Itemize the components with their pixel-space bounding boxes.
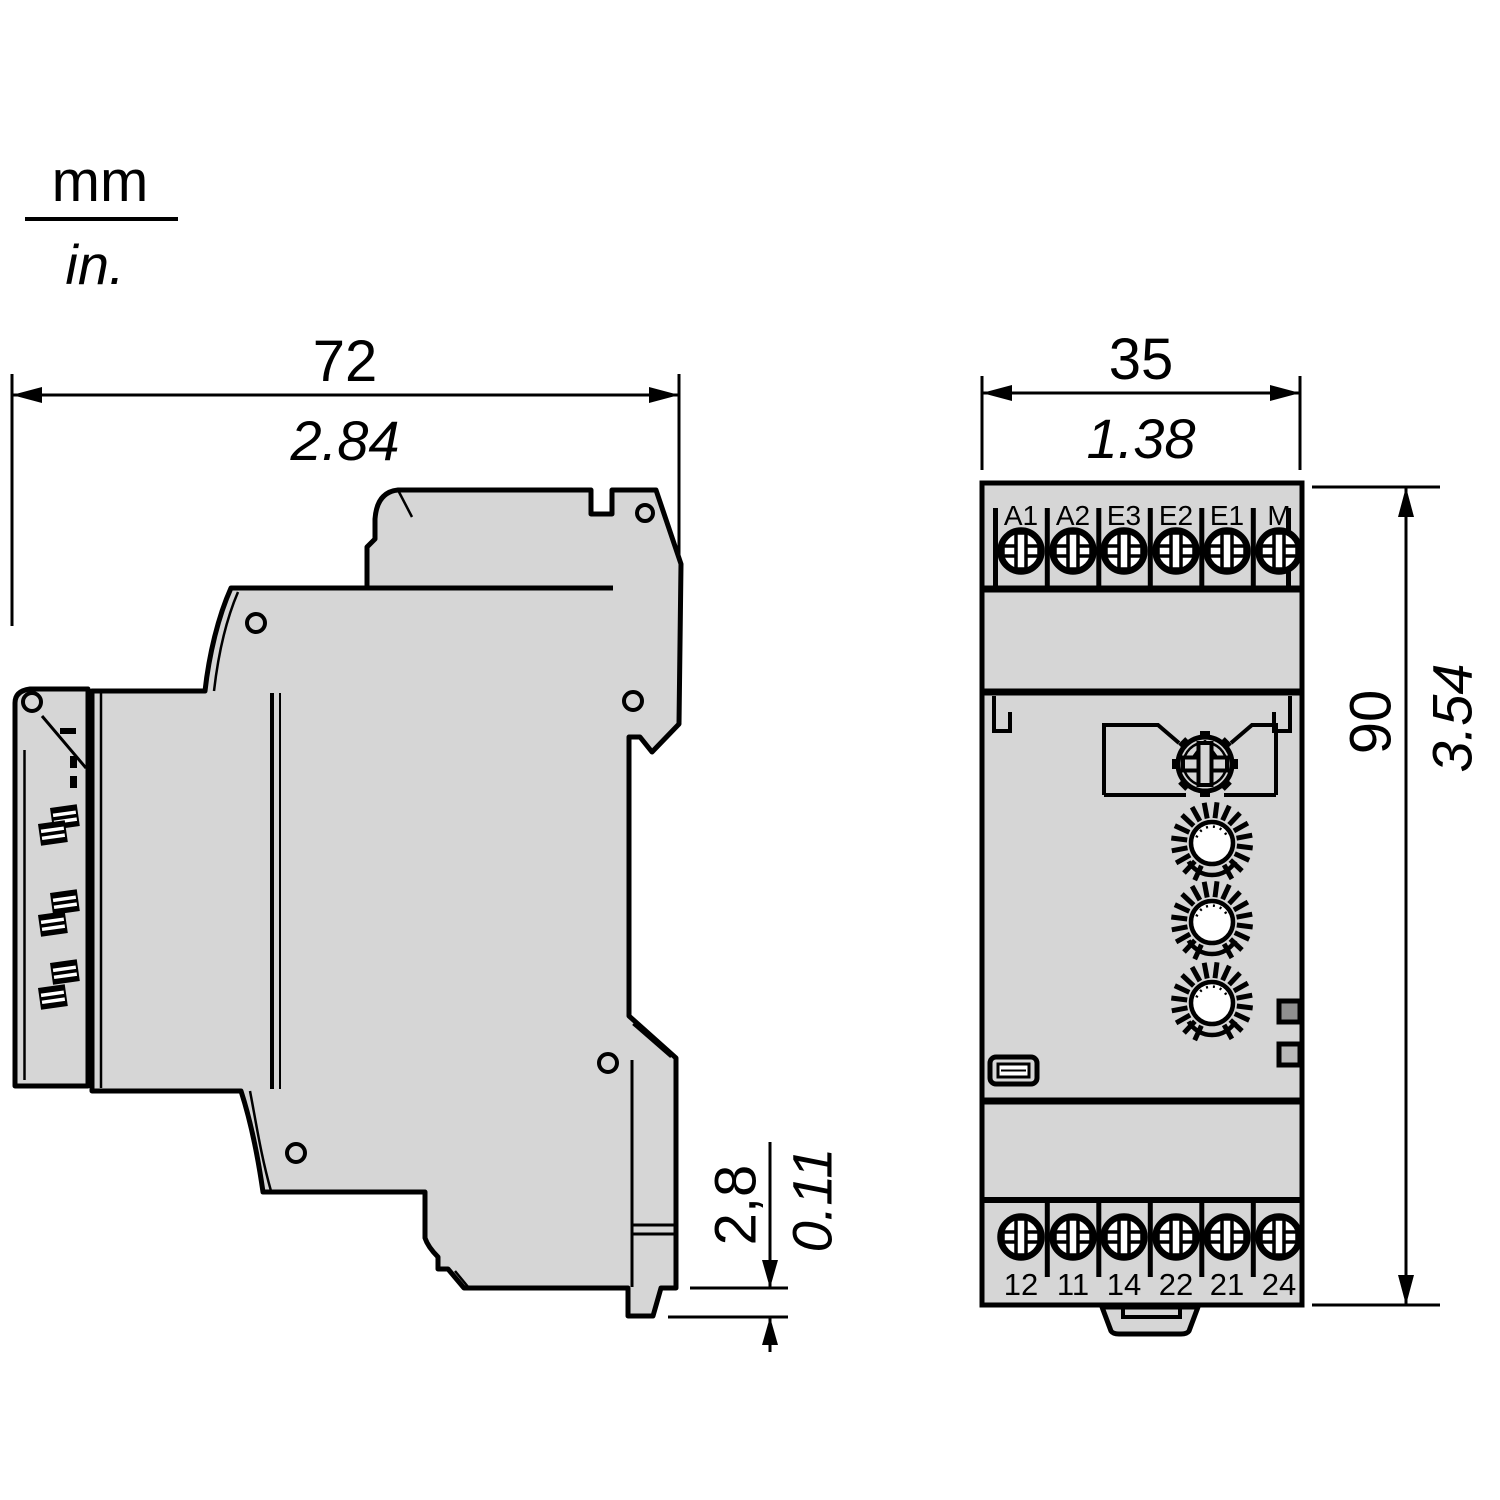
- front-view: A1 A2 E3 E2 E1 M: [979, 480, 1305, 1337]
- hole-icon: [597, 1052, 619, 1074]
- dim-side-width-mm-label: 72: [313, 329, 378, 394]
- terminal-shutter-icons: [38, 728, 80, 1010]
- terminal-label-e1: E1: [1210, 500, 1244, 531]
- terminal-label-21: 21: [1210, 1267, 1244, 1302]
- terminal-screw-icon: [1207, 1217, 1248, 1258]
- terminal-label-e2: E2: [1159, 500, 1193, 531]
- arrow-up-icon: [762, 1317, 778, 1345]
- bottom-terminal-dividers: [1044, 1200, 1256, 1277]
- top-curve-inner-line: [212, 591, 240, 692]
- terminal-label-14: 14: [1107, 1267, 1141, 1302]
- top-terminal-labels: A1 A2 E3 E2 E1 M: [1004, 500, 1291, 531]
- hole-icon: [285, 1142, 307, 1164]
- terminal-screw-icon: [1053, 531, 1094, 572]
- terminal-label-e3: E3: [1107, 500, 1141, 531]
- unit-mm-label: mm: [52, 149, 149, 214]
- unit-in-label: in.: [65, 233, 124, 296]
- arrow-left-icon: [12, 387, 42, 403]
- terminal-screw-icon: [1053, 1217, 1094, 1258]
- bottom-curve-inner-line: [248, 1090, 273, 1192]
- terminal-screw-icon: [1104, 1217, 1145, 1258]
- led-indicator-bottom: [1276, 1041, 1303, 1068]
- step-inner-line: [454, 1270, 470, 1289]
- bottom-terminal-labels: 12 11 14 22 21 24: [1004, 1267, 1296, 1302]
- terminal-label-a1: A1: [1004, 500, 1038, 531]
- terminal-label-22: 22: [1159, 1267, 1193, 1302]
- terminal-screw-icon: [1156, 1217, 1197, 1258]
- din-spring-line: [632, 1023, 672, 1058]
- terminal-label-a2: A2: [1056, 500, 1090, 531]
- dim-front-height: 90 3.54: [1312, 485, 1484, 1307]
- front-body-outline: [979, 480, 1305, 1308]
- arrow-right-icon: [1270, 385, 1300, 401]
- terminal-label-m: M: [1267, 500, 1290, 531]
- dim-clip-height: 2,8 0.11: [668, 1142, 844, 1352]
- terminal-screw-icon: [1001, 531, 1042, 572]
- dim-front-height-in-label: 3.54: [1421, 664, 1484, 773]
- terminal-screw-icon: [1207, 531, 1248, 572]
- hole-icon: [635, 503, 655, 523]
- arrow-up-icon: [1398, 487, 1414, 517]
- dim-front-width-mm-label: 35: [1109, 327, 1174, 392]
- label-window: [1102, 723, 1278, 797]
- dim-front-height-mm-label: 90: [1338, 690, 1403, 755]
- terminal-screw-icon: [1259, 1217, 1300, 1258]
- dim-front-width: 35 1.38: [980, 327, 1302, 470]
- hole-icon: [245, 612, 267, 634]
- dim-side-width-in-label: 2.84: [290, 409, 400, 472]
- chamfer-line: [397, 491, 414, 518]
- dim-clip-in-label: 0.11: [781, 1148, 844, 1253]
- dim-side-width: 72 2.84: [10, 329, 681, 658]
- arrow-left-icon: [982, 385, 1012, 401]
- top-terminal-dividers: [993, 508, 1291, 587]
- corner-step-left: [992, 696, 1012, 733]
- hinge-hole-icon: [21, 691, 43, 713]
- side-front-flap: [12, 686, 91, 1089]
- led-indicator-top: [1276, 998, 1303, 1025]
- terminal-label-12: 12: [1004, 1267, 1038, 1302]
- connector-port-icon: [987, 1054, 1040, 1087]
- dim-front-width-in-label: 1.38: [1087, 407, 1196, 470]
- hole-icon: [622, 690, 644, 712]
- side-body-outline: [89, 487, 684, 1319]
- terminal-label-24: 24: [1262, 1267, 1296, 1302]
- arrow-down-icon: [1398, 1275, 1414, 1305]
- terminal-label-11: 11: [1057, 1267, 1089, 1302]
- arrow-right-icon: [649, 387, 679, 403]
- terminal-screw-icon: [1259, 531, 1300, 572]
- flap-edge-line: [40, 715, 88, 769]
- arrow-down-icon: [762, 1260, 778, 1288]
- side-view: [12, 487, 684, 1319]
- rotary-selector-icon: [1172, 731, 1238, 797]
- terminal-screw-icon: [1001, 1217, 1042, 1258]
- terminal-screw-icon: [1156, 531, 1197, 572]
- din-tab: [1099, 1304, 1201, 1337]
- dim-clip-mm-label: 2,8: [703, 1165, 768, 1246]
- terminal-screw-icon: [1104, 531, 1145, 572]
- unit-legend: mm in.: [25, 149, 178, 296]
- corner-step-right: [1272, 696, 1292, 733]
